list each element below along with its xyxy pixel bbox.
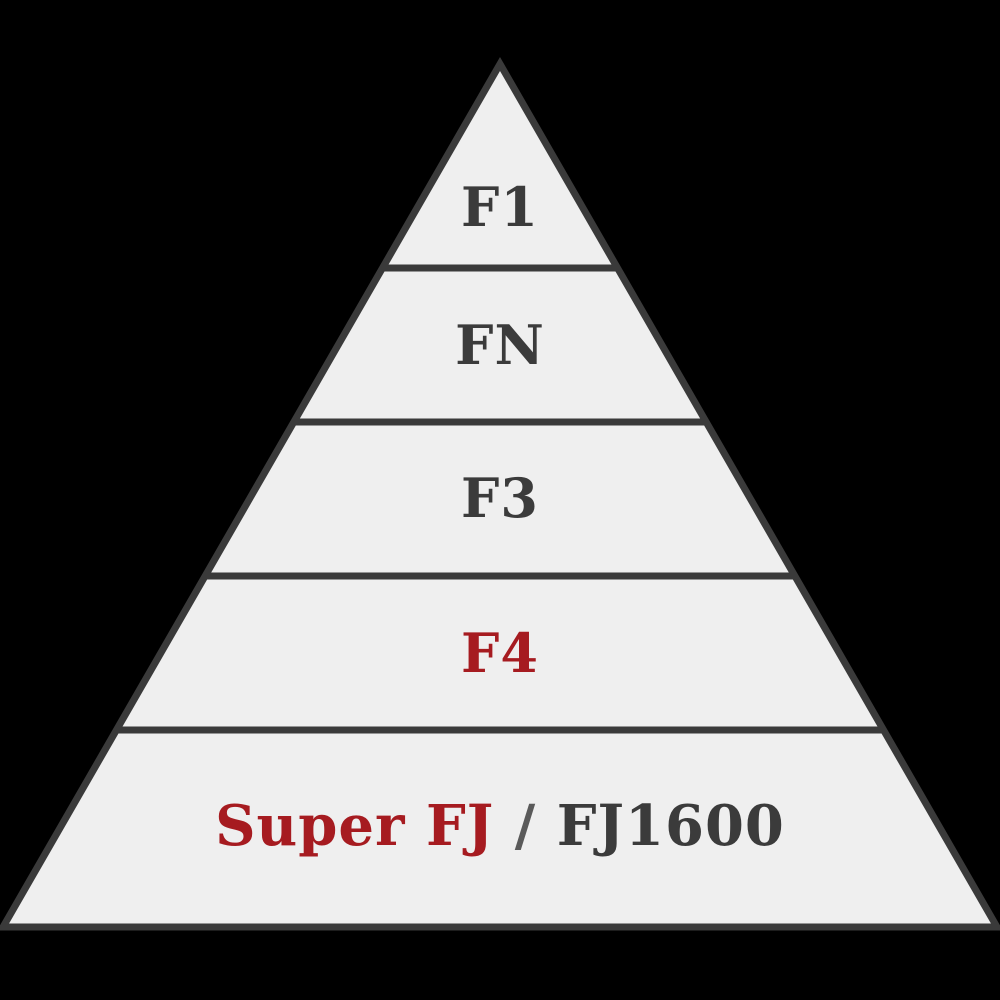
- tier-label-super-fj-fj1600: Super FJ / FJ1600: [0, 794, 1000, 858]
- pyramid-border: [0, 56, 1000, 931]
- pyramid-outline: [3, 64, 997, 927]
- tier-label-part-super-fj: Super FJ: [215, 793, 495, 859]
- tier-label-part-fj1600: FJ1600: [556, 793, 785, 859]
- tier-label-part-slash: /: [494, 793, 557, 859]
- tier-label-fn: FN: [455, 313, 545, 377]
- tier-label-f4: F4: [461, 621, 539, 685]
- tier-label-f3: F3: [461, 466, 539, 530]
- tier-label-f1: F1: [461, 175, 539, 239]
